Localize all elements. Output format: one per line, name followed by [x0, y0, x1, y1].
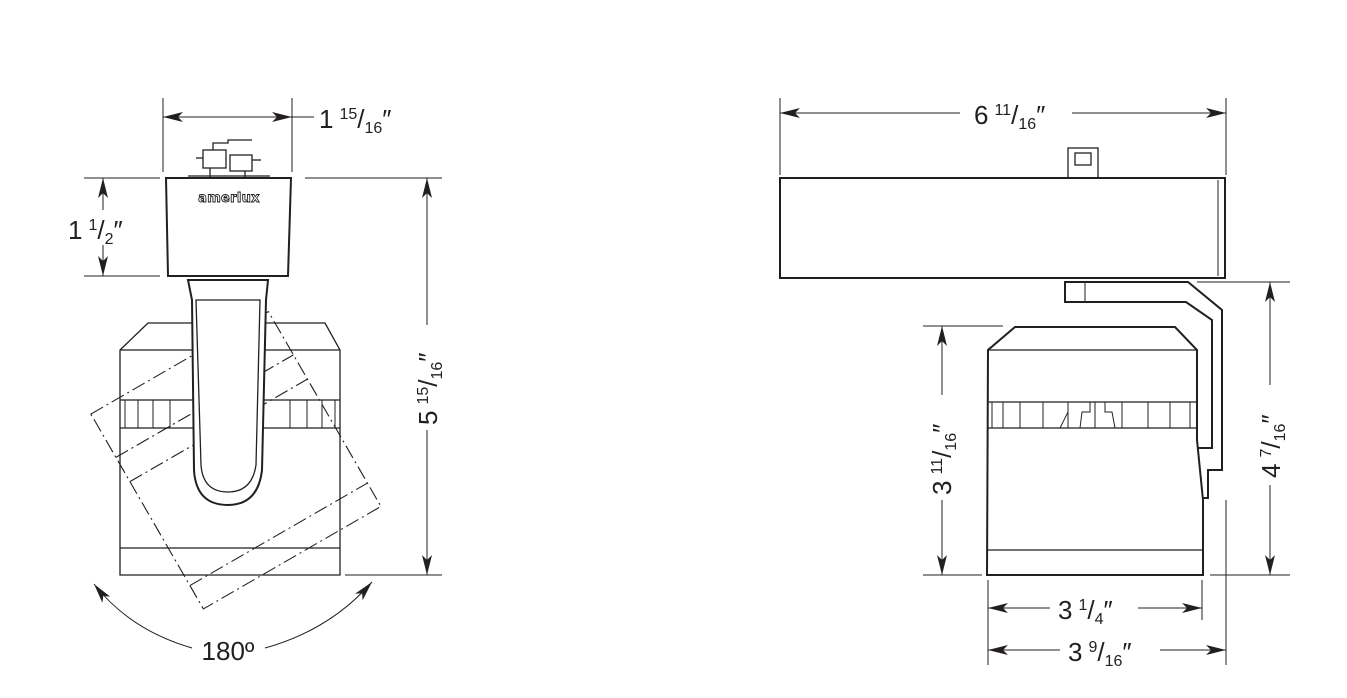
- dim-label: 515/16″: [413, 352, 446, 425]
- track-adapter: [164, 177, 293, 277]
- lamp-head: [119, 322, 341, 576]
- track-connector: [188, 139, 270, 178]
- rotation-label: 180º: [202, 636, 255, 666]
- dim-label: 47/16″: [1256, 414, 1289, 478]
- dim-head-height: 311/16″: [923, 325, 1003, 576]
- track-adapter-side: [779, 177, 1226, 279]
- lamp-head-side: [985, 326, 1204, 576]
- track-connector-side: [1067, 147, 1099, 179]
- brand-logo: amerlux: [198, 191, 260, 206]
- yoke-arm: [186, 279, 270, 507]
- dim-label: 311/16″: [927, 424, 960, 495]
- rotation-arc: 180º: [93, 581, 373, 666]
- dim-arm-height: 47/16″: [1197, 281, 1290, 665]
- dim-front-total-height: 515/16″: [305, 177, 446, 576]
